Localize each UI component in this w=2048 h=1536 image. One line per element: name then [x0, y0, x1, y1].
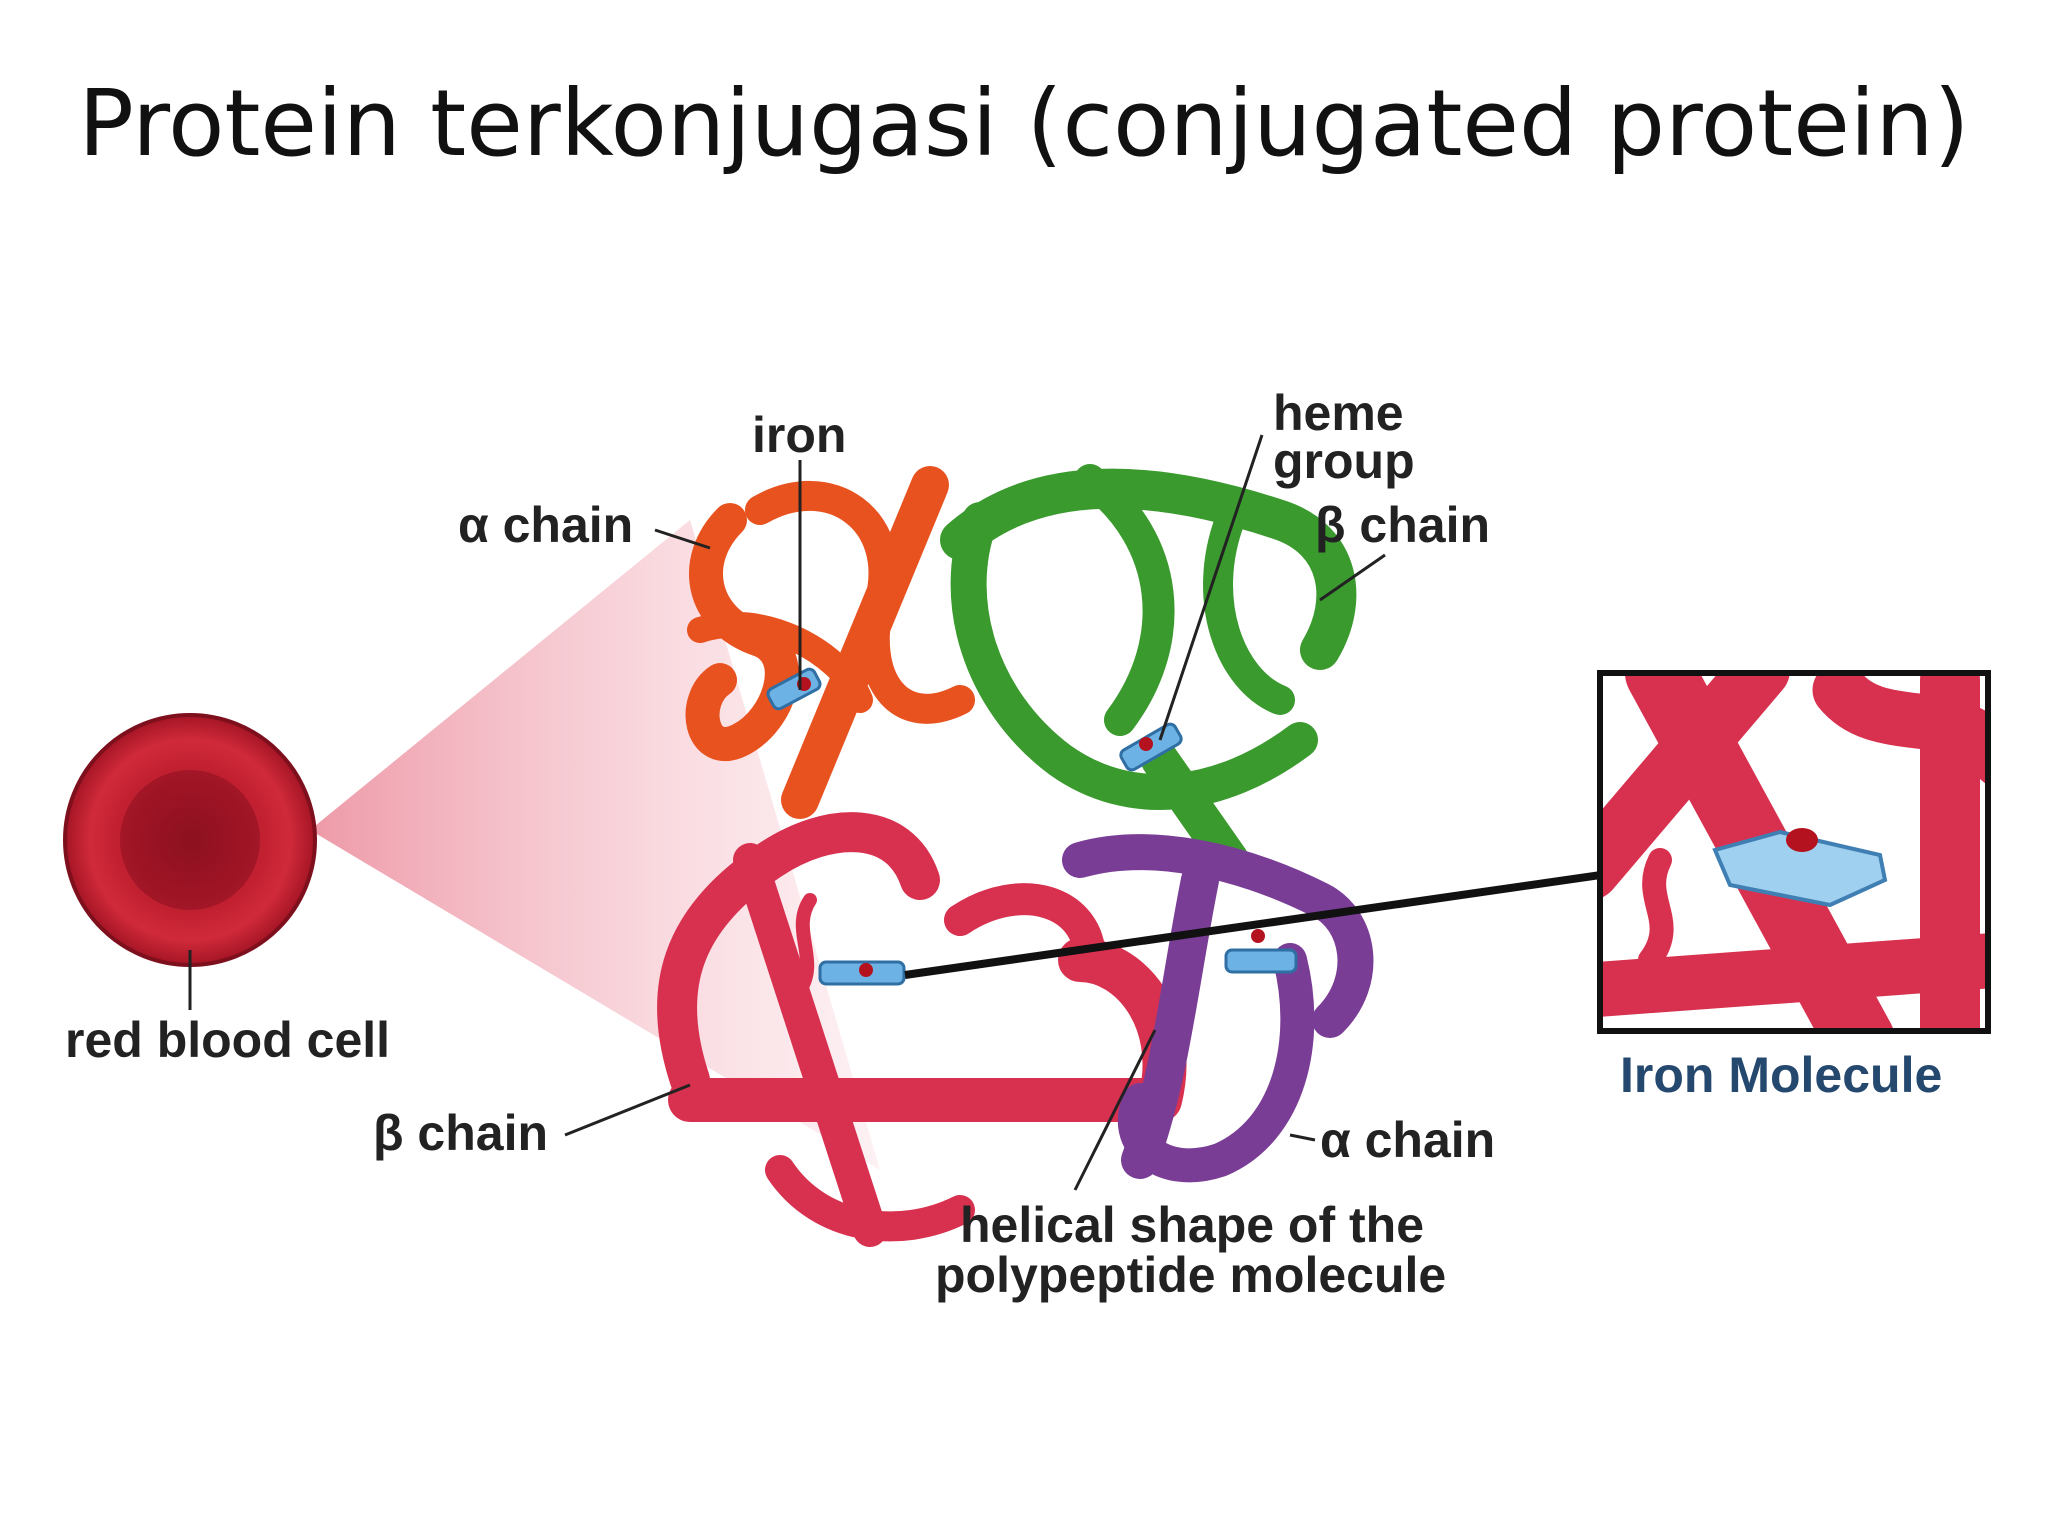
iron-molecule-inset	[1597, 670, 1991, 1034]
slide-title: Protein terkonjugasi (conjugated protein…	[78, 70, 1970, 177]
label-iron-molecule: Iron Molecule	[1620, 1047, 1943, 1103]
zoom-beam	[310, 520, 880, 1170]
label-helical-line1: helical shape of the	[960, 1197, 1425, 1253]
label-iron: iron	[752, 407, 847, 463]
label-beta-chain-bottom: β chain	[373, 1105, 548, 1161]
heme-groups	[766, 667, 1298, 986]
label-red-blood-cell: red blood cell	[65, 1012, 391, 1068]
label-heme-group-line1: heme	[1273, 385, 1404, 441]
inset-connector	[904, 856, 1706, 979]
label-alpha-chain-bottom: α chain	[1320, 1112, 1496, 1168]
leader-lines	[188, 434, 1386, 1191]
alpha-chain-top	[685, 466, 975, 819]
beta-chain-bottom	[657, 812, 1187, 1247]
label-helical-line2: polypeptide molecule	[935, 1247, 1447, 1303]
label-heme-group-line2: group	[1273, 433, 1415, 489]
label-alpha-chain-top: α chain	[458, 497, 634, 553]
label-beta-chain-top: β chain	[1315, 497, 1490, 553]
red-blood-cell	[63, 713, 317, 967]
beta-chain-top	[940, 464, 1357, 879]
alpha-chain-bottom	[1062, 834, 1374, 1183]
